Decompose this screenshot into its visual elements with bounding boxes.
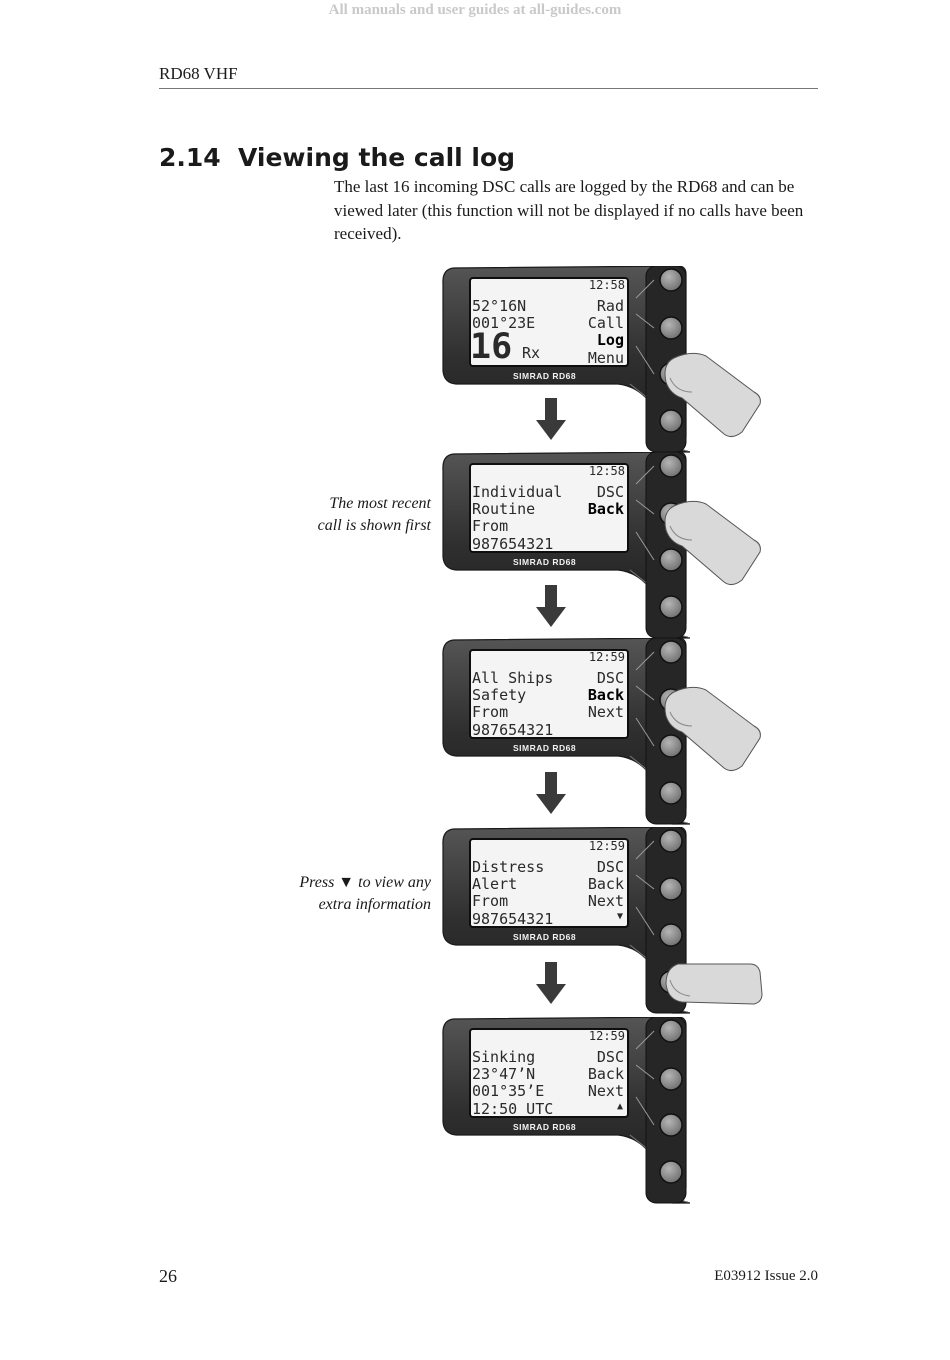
clock-readout: 12:58 (588, 464, 625, 478)
brand-logo: SIMRAD RD68 (513, 743, 577, 753)
softkey-label: DSC (596, 483, 624, 501)
section-number: 2.14 (159, 143, 221, 172)
softkey-label: Next (587, 703, 624, 722)
lcd-left-line: Individual (472, 483, 563, 501)
lcd-left-line: 12:50 UTC (472, 1099, 554, 1118)
softkey-label: Log (596, 331, 624, 350)
clock-readout: 12:58 (588, 278, 625, 292)
device-body (442, 1017, 691, 1204)
brand-logo: SIMRAD RD68 (513, 557, 577, 567)
caption-line: extra information (318, 896, 431, 913)
device-body (442, 827, 691, 1014)
watermark: All manuals and user guides at all-guide… (328, 2, 622, 18)
caption-press-down: Press ▼ to view any extra information (299, 872, 431, 916)
finger-press-icon (664, 686, 761, 772)
lcd-left-line: 987654321 (472, 720, 554, 739)
lcd-left-line: 23°47’N (472, 1065, 536, 1084)
call-count-label: Rx (522, 344, 541, 362)
document-reference: E03912 Issue 2.0 (714, 1268, 818, 1284)
lcd-left-line: Safety (472, 686, 527, 705)
lcd-left-line: From (472, 517, 509, 536)
softkey-label: DSC (596, 669, 624, 687)
down-arrow-icon (536, 585, 566, 627)
softkey-label: Back (587, 1065, 624, 1084)
softkey-label: Next (587, 892, 624, 911)
softkey-label: Call (587, 314, 624, 333)
intro-paragraph: The last 16 incoming DSC calls are logge… (334, 177, 804, 243)
finger-press-icon (665, 963, 763, 1005)
lcd-left-line: All Ships (472, 669, 554, 687)
lcd-left-line: 001°23E (472, 314, 536, 333)
caption-most-recent: The most recent call is shown first (318, 493, 431, 537)
finger-press-icon (664, 500, 761, 586)
softkey-label: Back (587, 875, 624, 894)
lcd-left-line: 987654321 (472, 534, 554, 553)
device-body (442, 638, 691, 825)
brand-logo: SIMRAD RD68 (513, 932, 577, 942)
brand-logo: SIMRAD RD68 (513, 371, 577, 381)
lcd-left-line: From (472, 703, 509, 722)
finger-press-icon (664, 352, 761, 438)
more-up-icon: ▲ (616, 1101, 623, 1112)
clock-readout: 12:59 (588, 650, 625, 664)
running-head: RD68 VHF (159, 64, 238, 83)
caption-line: call is shown first (317, 517, 431, 534)
page-number: 26 (159, 1266, 177, 1286)
down-arrow-icon (536, 398, 566, 440)
lcd-left-line: Routine (472, 500, 536, 519)
clock-readout: 12:59 (588, 839, 625, 853)
section-title: 2.14 Viewing the call log (159, 143, 515, 172)
lcd-left-line: Sinking (472, 1048, 536, 1066)
down-arrow-icon (536, 962, 566, 1004)
section-heading: Viewing the call log (238, 143, 516, 172)
clock-readout: 12:59 (588, 1029, 625, 1043)
softkey-label: Menu (587, 348, 624, 367)
caption-line: The most recent (329, 495, 431, 512)
caption-line: Press ▼ to view any (299, 874, 431, 891)
softkey-label: Back (587, 686, 624, 705)
header-rule (159, 88, 818, 89)
more-down-icon: ▼ (616, 911, 623, 922)
lcd-left-line: Distress (472, 858, 545, 876)
softkey-label: Rad (596, 297, 624, 315)
lcd-left-line: From (472, 892, 509, 911)
softkey-label: Next (587, 1082, 624, 1101)
down-arrow-icon (536, 772, 566, 814)
brand-logo: SIMRAD RD68 (513, 1122, 577, 1132)
softkey-label: DSC (596, 858, 624, 876)
lcd-left-line: 001°35’E (472, 1082, 545, 1101)
lcd-left-line: 987654321 (472, 909, 554, 928)
lcd-left-line: 52°16N (472, 297, 527, 315)
lcd-left-line: Alert (472, 875, 518, 894)
softkey-label: Back (587, 500, 624, 519)
softkey-label: DSC (596, 1048, 624, 1066)
call-count: 16 (470, 327, 513, 367)
